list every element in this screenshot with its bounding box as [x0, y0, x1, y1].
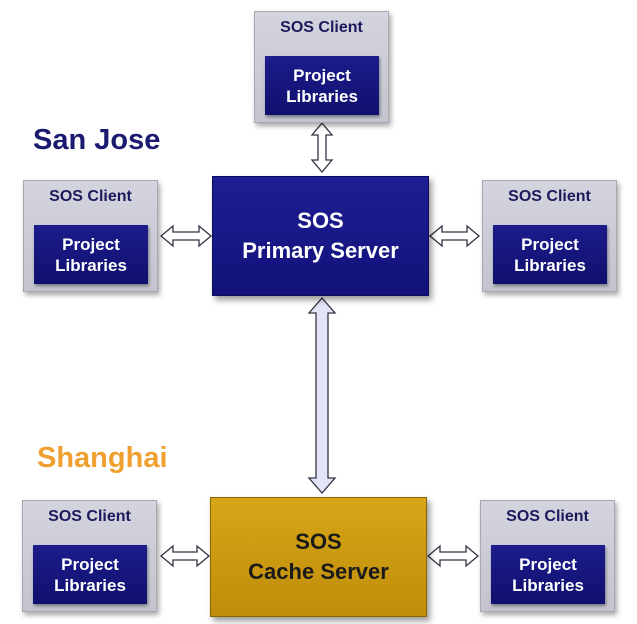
- lib-line1: Project: [62, 234, 120, 254]
- cache-server-line1: SOS: [295, 529, 342, 554]
- lib-line1: Project: [521, 234, 579, 254]
- location-label-shanghai: Shanghai: [37, 442, 168, 474]
- lib-line1: Project: [61, 554, 119, 574]
- lib-line2: Libraries: [514, 255, 586, 275]
- cache-server-line2: Cache Server: [248, 559, 389, 584]
- client-title: SOS Client: [48, 508, 131, 525]
- sos-client-top: SOS Client Project Libraries: [254, 11, 389, 123]
- client-title: SOS Client: [508, 188, 591, 205]
- lib-line2: Libraries: [54, 575, 126, 595]
- arrow-right-client-cache: [426, 544, 480, 568]
- primary-server-line2: Primary Server: [242, 238, 399, 263]
- lib-line1: Project: [519, 554, 577, 574]
- sos-client-shanghai-left: SOS Client Project Libraries: [22, 500, 157, 612]
- sos-client-san-jose-right: SOS Client Project Libraries: [482, 180, 617, 292]
- sos-client-san-jose-left: SOS Client Project Libraries: [23, 180, 158, 292]
- primary-server-line1: SOS: [297, 208, 344, 233]
- client-title: SOS Client: [49, 188, 132, 205]
- lib-line2: Libraries: [55, 255, 127, 275]
- arrow-left-client-cache: [159, 544, 211, 568]
- project-libraries-box: Project Libraries: [265, 56, 379, 115]
- sos-client-shanghai-right: SOS Client Project Libraries: [480, 500, 615, 612]
- arrow-right-client-primary: [428, 224, 481, 248]
- arrow-primary-cache: [307, 297, 337, 494]
- project-libraries-box: Project Libraries: [34, 225, 148, 284]
- client-title: SOS Client: [280, 19, 363, 36]
- primary-server-box: SOS Primary Server: [212, 176, 429, 296]
- arrow-left-client-primary: [159, 224, 213, 248]
- lib-line1: Project: [293, 65, 351, 85]
- arrow-top-client-primary: [310, 121, 334, 174]
- location-label-san-jose: San Jose: [33, 124, 161, 156]
- project-libraries-box: Project Libraries: [493, 225, 607, 284]
- client-title: SOS Client: [506, 508, 589, 525]
- project-libraries-box: Project Libraries: [491, 545, 605, 604]
- lib-line2: Libraries: [286, 86, 358, 106]
- cache-server-box: SOS Cache Server: [210, 497, 427, 617]
- lib-line2: Libraries: [512, 575, 584, 595]
- project-libraries-box: Project Libraries: [33, 545, 147, 604]
